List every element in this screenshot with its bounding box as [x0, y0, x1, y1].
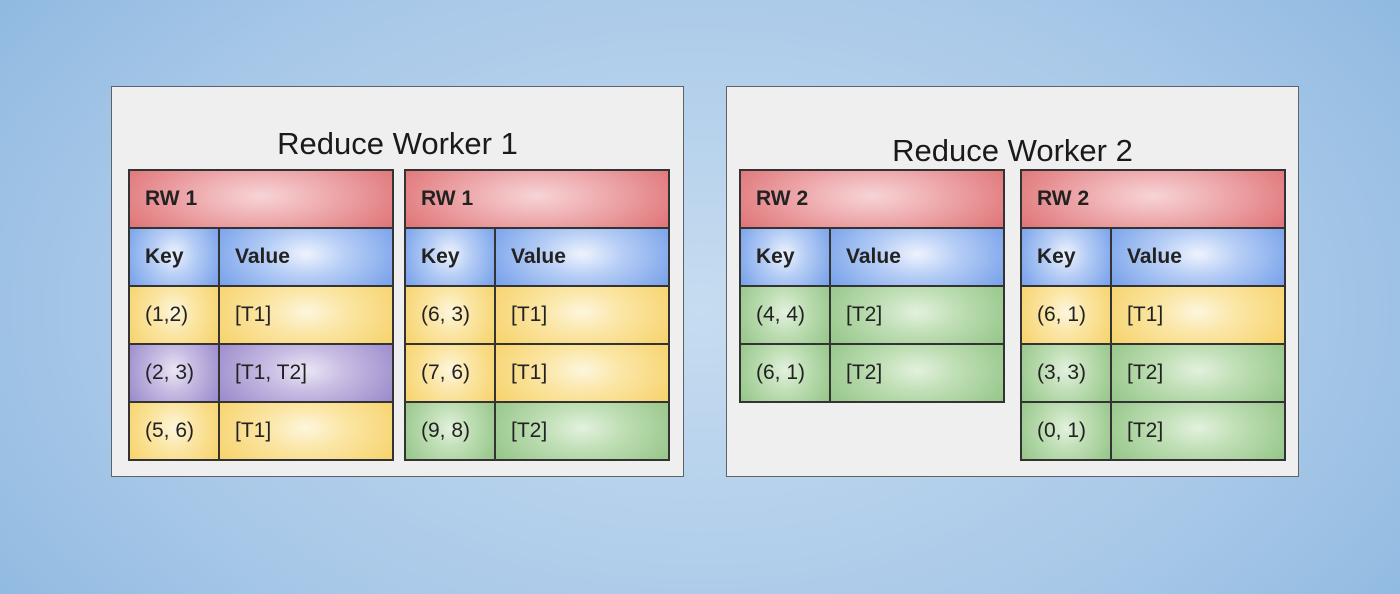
column-header-row: Key Value [741, 227, 1003, 285]
value-cell: [T2] [831, 287, 1003, 343]
key-column-header: Key [130, 229, 220, 285]
value-cell: [T1] [220, 287, 392, 343]
table-header: RW 2 [741, 171, 1003, 227]
value-cell: [T2] [1112, 345, 1284, 401]
key-cell: (6, 1) [741, 345, 831, 401]
reduce-worker-2-panel: Reduce Worker 2 RW 2 Key Value (4, 4) [T… [726, 86, 1299, 477]
key-column-header: Key [1022, 229, 1112, 285]
value-column-header: Value [1112, 229, 1284, 285]
reduce-worker-1-panel: Reduce Worker 1 RW 1 Key Value (1,2) [T1… [111, 86, 684, 477]
column-header-row: Key Value [406, 227, 668, 285]
worker-title: Reduce Worker 2 [892, 133, 1133, 168]
column-header-row: Key Value [130, 227, 392, 285]
value-column-header: Value [220, 229, 392, 285]
rw2-table-1: RW 2 Key Value (4, 4) [T2] (6, 1) [T2] [739, 169, 1005, 403]
table-header: RW 1 [130, 171, 392, 227]
value-column-header: Value [831, 229, 1003, 285]
key-column-header: Key [406, 229, 496, 285]
table-header-row: RW 2 [1022, 171, 1284, 227]
key-cell: (2, 3) [130, 345, 220, 401]
table-row: (6, 3) [T1] [406, 285, 668, 343]
table-row: (5, 6) [T1] [130, 401, 392, 459]
table-header-row: RW 1 [406, 171, 668, 227]
table-header: RW 2 [1022, 171, 1284, 227]
value-cell: [T1] [220, 403, 392, 459]
column-header-row: Key Value [1022, 227, 1284, 285]
table-row: (3, 3) [T2] [1022, 343, 1284, 401]
key-cell: (9, 8) [406, 403, 496, 459]
table-row: (2, 3) [T1, T2] [130, 343, 392, 401]
table-row: (6, 1) [T1] [1022, 285, 1284, 343]
key-cell: (7, 6) [406, 345, 496, 401]
table-row: (9, 8) [T2] [406, 401, 668, 459]
key-cell: (1,2) [130, 287, 220, 343]
value-cell: [T2] [496, 403, 668, 459]
key-cell: (6, 3) [406, 287, 496, 343]
table-row: (6, 1) [T2] [741, 343, 1003, 401]
table-header-row: RW 2 [741, 171, 1003, 227]
value-cell: [T2] [831, 345, 1003, 401]
table-header-row: RW 1 [130, 171, 392, 227]
rw1-table-1: RW 1 Key Value (1,2) [T1] (2, 3) [T1, T2… [128, 169, 394, 461]
value-cell: [T2] [1112, 403, 1284, 459]
table-header: RW 1 [406, 171, 668, 227]
key-cell: (3, 3) [1022, 345, 1112, 401]
value-cell: [T1, T2] [220, 345, 392, 401]
key-cell: (6, 1) [1022, 287, 1112, 343]
table-row: (4, 4) [T2] [741, 285, 1003, 343]
table-row: (1,2) [T1] [130, 285, 392, 343]
value-column-header: Value [496, 229, 668, 285]
value-cell: [T1] [496, 287, 668, 343]
key-cell: (0, 1) [1022, 403, 1112, 459]
rw1-table-2: RW 1 Key Value (6, 3) [T1] (7, 6) [T1] (… [404, 169, 670, 461]
table-row: (7, 6) [T1] [406, 343, 668, 401]
value-cell: [T1] [1112, 287, 1284, 343]
worker-title: Reduce Worker 1 [277, 126, 518, 161]
value-cell: [T1] [496, 345, 668, 401]
key-cell: (4, 4) [741, 287, 831, 343]
key-cell: (5, 6) [130, 403, 220, 459]
key-column-header: Key [741, 229, 831, 285]
rw2-table-2: RW 2 Key Value (6, 1) [T1] (3, 3) [T2] (… [1020, 169, 1286, 461]
table-row: (0, 1) [T2] [1022, 401, 1284, 459]
